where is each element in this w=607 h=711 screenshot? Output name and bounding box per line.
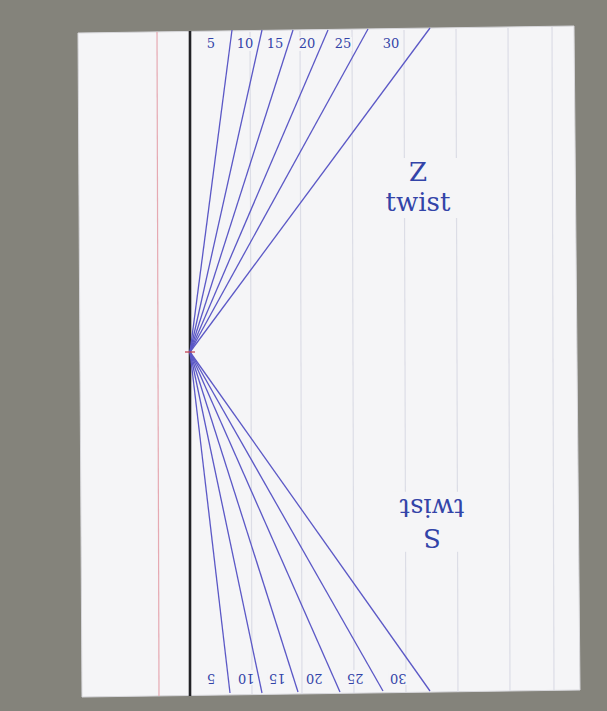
twist-label: S twist — [392, 492, 472, 552]
margin-rule — [157, 32, 159, 696]
twist-label: Z twist — [378, 158, 458, 218]
angle-number: 15 — [266, 37, 285, 52]
angle-number: 10 — [236, 37, 255, 52]
angle-number: 25 — [346, 670, 365, 685]
angle-number: 5 — [206, 37, 216, 52]
angle-number: 25 — [334, 37, 353, 52]
angle-number: 20 — [298, 37, 317, 52]
index-card — [78, 26, 580, 697]
angle-number: 15 — [268, 670, 287, 685]
card-rules — [250, 27, 554, 694]
apex-mark — [185, 351, 195, 352]
angle-number: 20 — [305, 670, 324, 685]
angle-number: 30 — [382, 37, 401, 52]
angle-number: 5 — [206, 670, 216, 685]
angle-number: 10 — [237, 670, 256, 685]
angle-number: 30 — [389, 670, 408, 685]
